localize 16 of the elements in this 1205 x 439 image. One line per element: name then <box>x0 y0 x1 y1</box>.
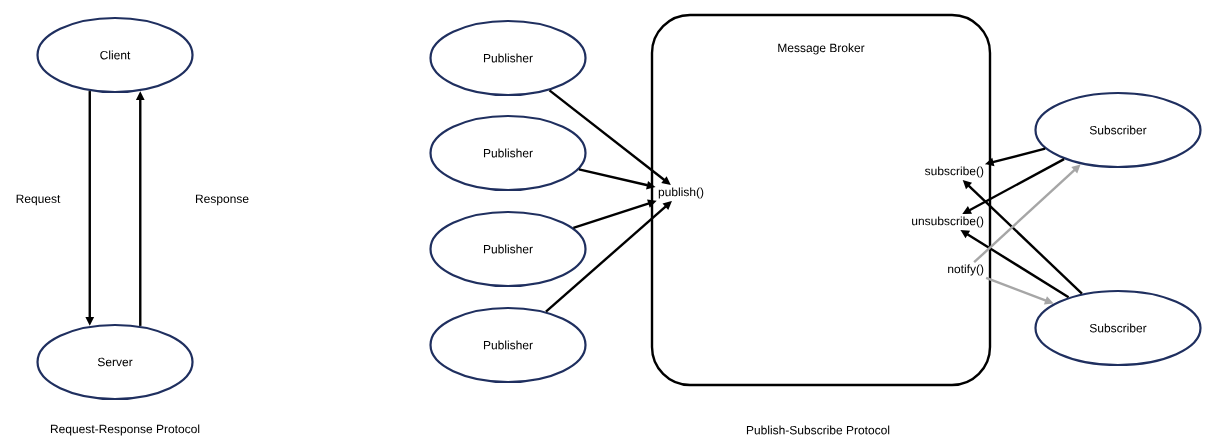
caption: Publish-Subscribe Protocol <box>746 425 890 435</box>
method-label: subscribe() <box>925 166 984 178</box>
method-label: unsubscribe() <box>912 216 984 228</box>
edge-label: Request <box>14 193 62 207</box>
ellipse-node: Server <box>36 323 194 401</box>
ellipse-node: Subscriber <box>1034 91 1202 169</box>
ellipse-node: Publisher <box>429 19 587 97</box>
method-label: publish() <box>658 187 704 199</box>
caption: Request-Response Protocol <box>50 424 200 436</box>
ellipse-node: Subscriber <box>1034 289 1202 367</box>
method-label: notify() <box>948 264 984 276</box>
ellipse-node: Publisher <box>429 114 587 192</box>
ellipse-node: Client <box>36 16 194 94</box>
edge-label: Response <box>194 193 251 207</box>
ellipse-node: Publisher <box>429 210 587 288</box>
ellipse-node: Publisher <box>429 306 587 384</box>
